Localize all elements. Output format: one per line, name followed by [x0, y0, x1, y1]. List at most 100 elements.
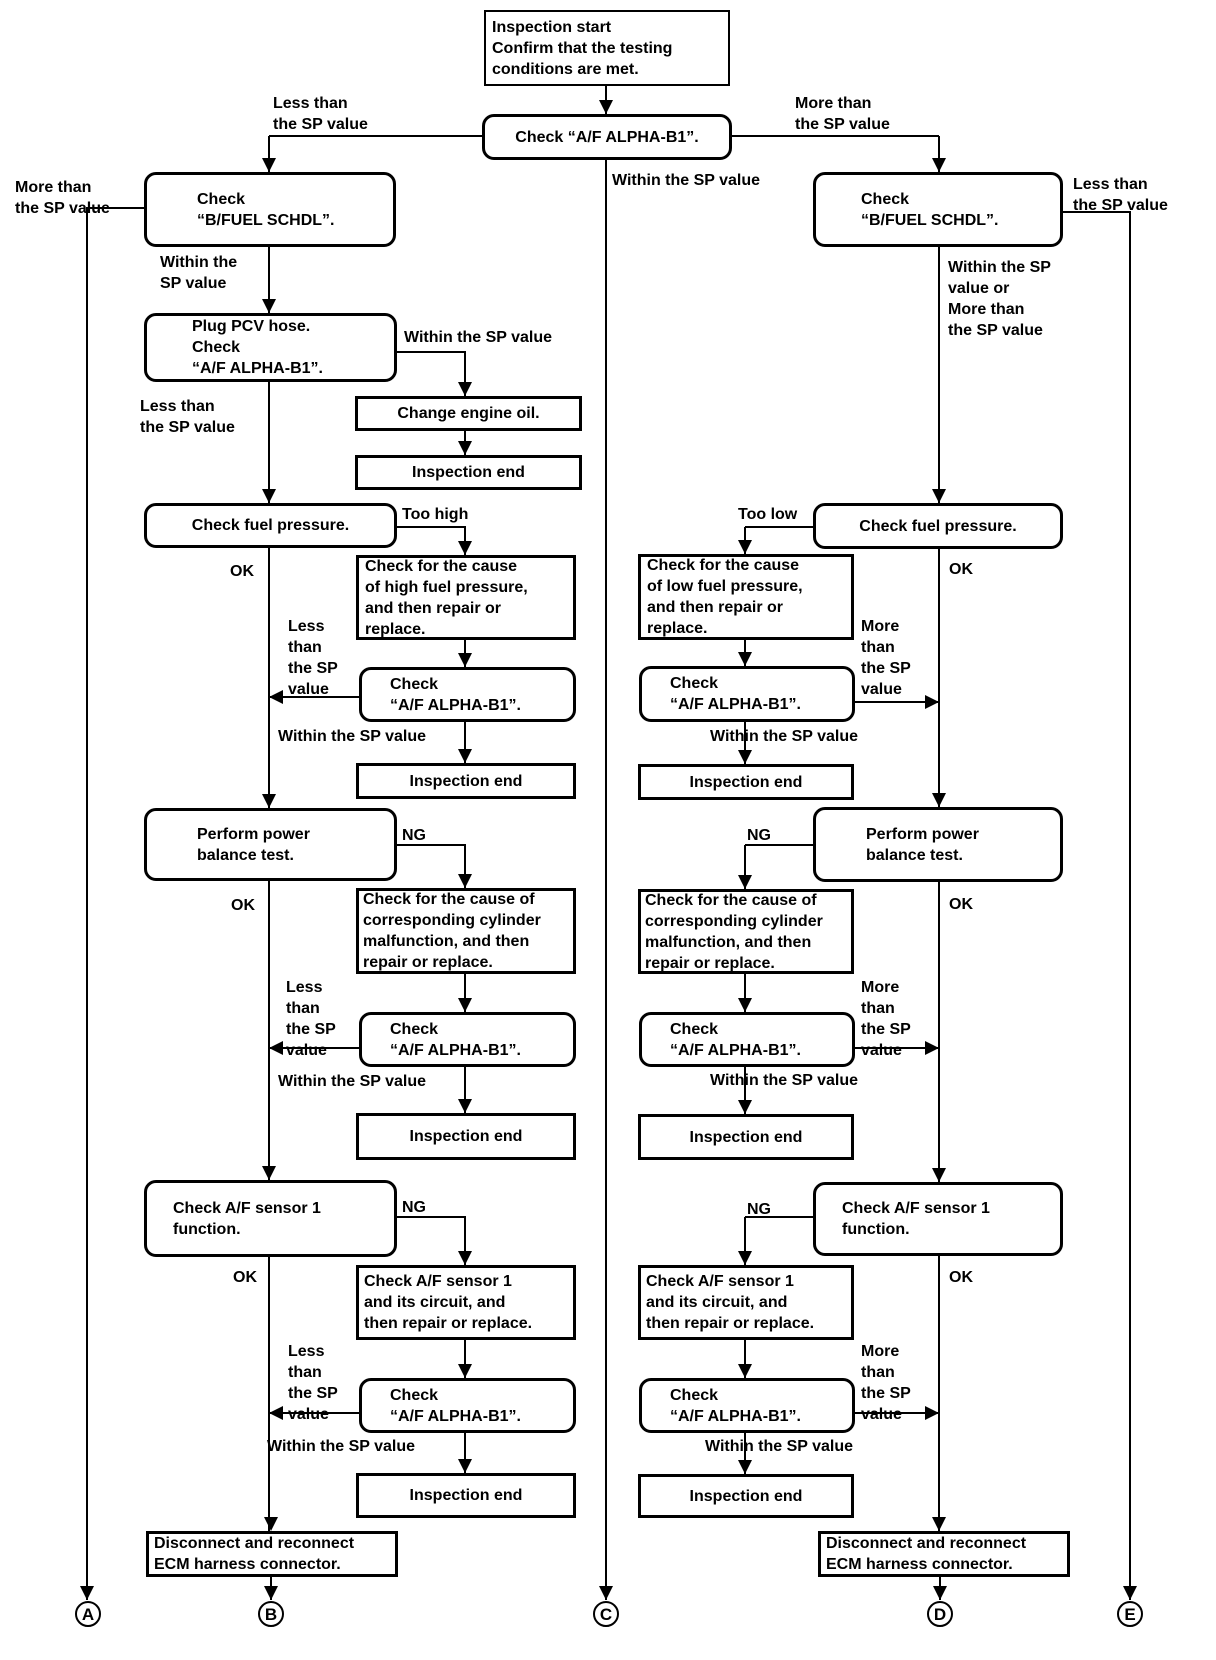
flow-line [744, 1217, 746, 1265]
edge-label-more-4line-2: More than the SP value [861, 979, 911, 1059]
node-check-af-sensor-left: Check A/F sensor 1 function. [144, 1180, 397, 1257]
edge-label-ok-3-right: OK [949, 1269, 973, 1286]
flow-line [855, 1047, 939, 1049]
arrowhead-down-icon [264, 1586, 278, 1600]
edge-label-less-4line-1: Less than the SP value [288, 618, 338, 698]
arrowhead-down-icon [738, 750, 752, 764]
edge-label-more-4line-1: More than the SP value [861, 618, 911, 698]
arrowhead-down-icon [738, 652, 752, 666]
edge-label-more-than-top: More than the SP value [795, 95, 890, 133]
edge-label-ng-1-left: NG [402, 827, 426, 844]
arrowhead-down-icon [932, 1517, 946, 1531]
flow-line [464, 1217, 466, 1265]
flow-line [269, 696, 359, 698]
edge-label-within-1-right: Within the SP value [710, 728, 859, 745]
node-inspection-end-1: Inspection end [355, 455, 582, 490]
arrowhead-down-icon [738, 998, 752, 1012]
arrowhead-down-icon [738, 540, 752, 554]
node-check-fuel-pressure-left: Check fuel pressure. [144, 503, 397, 548]
node-inspection-end-3: Inspection end [356, 1113, 576, 1160]
edge-label-within-2-right: Within the SP value [710, 1072, 859, 1089]
arrowhead-down-icon [262, 158, 276, 172]
arrowhead-down-icon [1123, 1586, 1137, 1600]
edge-label-ng-2-left: NG [402, 1199, 426, 1216]
edge-label-within-3-right: Within the SP value [705, 1438, 854, 1455]
flow-line [744, 1340, 746, 1378]
edge-label-within-3-left: Within the SP value [267, 1438, 416, 1455]
node-check-bfuel-left: Check “B/FUEL SCHDL”. [144, 172, 396, 247]
arrowhead-down-icon [738, 1364, 752, 1378]
edge-label-more-4line-3: More than the SP value [861, 1343, 911, 1423]
flow-line [745, 844, 813, 846]
flow-line [605, 160, 607, 1600]
flow-line [397, 844, 466, 846]
node-power-balance-right: Perform power balance test. [813, 807, 1063, 882]
flow-line [745, 526, 813, 528]
node-inspection-end-r2: Inspection end [638, 764, 854, 800]
arrowhead-down-icon [932, 1168, 946, 1182]
edge-label-less-4line-2: Less than the SP value [286, 979, 336, 1059]
node-cause-cylinder-left: Check for the cause of corresponding cyl… [356, 888, 576, 974]
edge-label-too-high: Too high [402, 506, 469, 523]
arrowhead-down-icon [932, 489, 946, 503]
edge-label-within-2-left: Within the SP value [278, 1073, 427, 1090]
node-check-af-alpha-right-1: Check “A/F ALPHA-B1”. [639, 666, 855, 722]
flow-line [464, 1067, 466, 1113]
flow-line [397, 1216, 466, 1218]
flow-line [269, 1412, 359, 1414]
edge-label-within-1-left: Within the SP value [278, 728, 427, 745]
edge-label-ok-1-right: OK [949, 561, 973, 578]
node-check-af-alpha-right-3: Check “A/F ALPHA-B1”. [639, 1378, 855, 1433]
flow-line [744, 1067, 746, 1114]
arrowhead-down-icon [458, 998, 472, 1012]
edge-label-ng-1-right: NG [747, 827, 771, 844]
node-check-af-alpha-left-3: Check “A/F ALPHA-B1”. [359, 1378, 576, 1433]
node-power-balance-left: Perform power balance test. [144, 808, 397, 881]
flow-line [1063, 211, 1130, 213]
arrowhead-left-icon [269, 690, 283, 704]
node-change-engine-oil: Change engine oil. [355, 396, 582, 431]
edge-label-more-than-far-left: More than the SP value [15, 179, 110, 217]
flow-line [464, 352, 466, 396]
arrowhead-down-icon [264, 1517, 278, 1531]
arrowhead-down-icon [458, 441, 472, 455]
node-inspection-end-r3: Inspection end [638, 1114, 854, 1160]
flow-line [744, 974, 746, 1012]
node-check-bfuel-right: Check “B/FUEL SCHDL”. [813, 172, 1063, 247]
flow-line [744, 1433, 746, 1474]
arrowhead-down-icon [458, 653, 472, 667]
arrowhead-left-icon [269, 1041, 283, 1055]
edge-label-less-than-pcv: Less than the SP value [140, 398, 235, 436]
edge-label-ok-1-left: OK [230, 563, 254, 580]
flow-line [269, 1047, 359, 1049]
flow-line [744, 845, 746, 889]
flow-line [86, 207, 88, 1600]
edge-label-within-or-more: Within the SP value or More than the SP … [948, 259, 1051, 339]
flow-line [269, 135, 483, 137]
edge-label-within-left: Within the SP value [160, 254, 238, 292]
node-check-af-alpha-top: Check “A/F ALPHA-B1”. [482, 114, 732, 160]
flow-line [732, 135, 939, 137]
connector-d: D [927, 1601, 953, 1627]
arrowhead-down-icon [738, 1251, 752, 1265]
node-af-sensor-circuit-left: Check A/F sensor 1 and its circuit, and … [356, 1265, 576, 1340]
arrowhead-down-icon [458, 1459, 472, 1473]
arrowhead-down-icon [458, 749, 472, 763]
flow-line [268, 382, 270, 503]
arrowhead-right-icon [925, 1041, 939, 1055]
node-plug-pcv-hose: Plug PCV hose. Check “A/F ALPHA-B1”. [144, 313, 397, 382]
flow-line [855, 701, 939, 703]
flow-line [744, 722, 746, 764]
flow-line [268, 548, 270, 808]
flow-line [938, 549, 940, 807]
node-check-af-alpha-right-2: Check “A/F ALPHA-B1”. [639, 1012, 855, 1067]
arrowhead-down-icon [458, 874, 472, 888]
arrowhead-down-icon [738, 875, 752, 889]
arrowhead-right-icon [925, 695, 939, 709]
flow-line [938, 247, 940, 503]
flow-line [745, 1216, 813, 1218]
arrowhead-down-icon [933, 1586, 947, 1600]
arrowhead-down-icon [932, 158, 946, 172]
node-inspection-start: Inspection start Confirm that the testin… [484, 10, 730, 86]
